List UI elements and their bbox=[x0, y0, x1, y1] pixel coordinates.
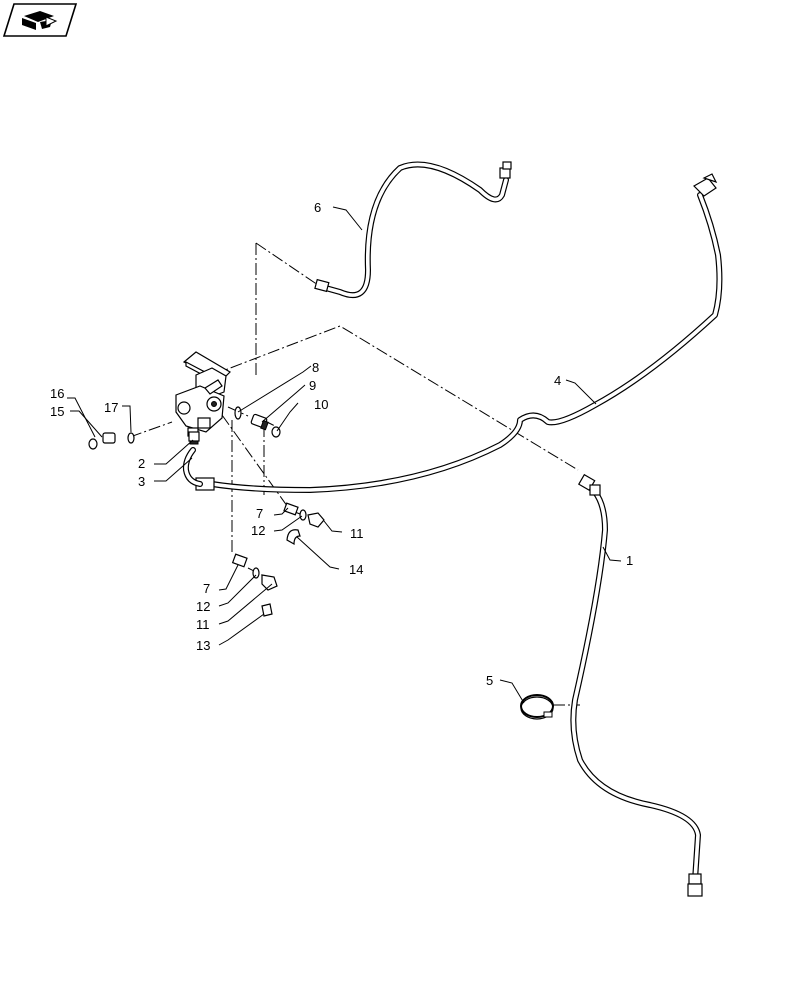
callout-3: 3 bbox=[138, 474, 145, 489]
callout-5: 5 bbox=[486, 673, 493, 688]
callout-7-upper: 7 bbox=[256, 506, 263, 521]
hose-6 bbox=[314, 161, 512, 299]
tube-3 bbox=[182, 447, 203, 487]
fitting-group-upper bbox=[283, 502, 325, 546]
hose-4 bbox=[195, 173, 723, 493]
previous-page-icon bbox=[22, 11, 58, 30]
callout-8: 8 bbox=[312, 360, 319, 375]
hose-1 bbox=[570, 473, 703, 897]
callout-2: 2 bbox=[138, 456, 145, 471]
callout-11-upper: 11 bbox=[350, 526, 364, 541]
clamp-5 bbox=[520, 694, 554, 720]
callout-9: 9 bbox=[309, 378, 316, 393]
callout-1: 1 bbox=[626, 553, 633, 568]
fitting-group-right bbox=[234, 406, 281, 438]
callout-16: 16 bbox=[50, 386, 64, 401]
callout-10: 10 bbox=[314, 397, 328, 412]
callout-12-lower: 12 bbox=[196, 599, 210, 614]
callout-4: 4 bbox=[554, 373, 561, 388]
previous-page-button[interactable] bbox=[2, 3, 78, 37]
callout-11-lower: 11 bbox=[196, 617, 210, 632]
callout-14: 14 bbox=[349, 562, 363, 577]
assembly-centerlines bbox=[129, 242, 580, 706]
callout-7-lower: 7 bbox=[203, 581, 210, 596]
callout-12-upper: 12 bbox=[251, 523, 265, 538]
leader-lines bbox=[67, 206, 622, 704]
callout-13: 13 bbox=[196, 638, 210, 653]
callout-15: 15 bbox=[50, 404, 64, 419]
fitting-group-lower bbox=[231, 553, 278, 617]
callout-labels: 6 4 8 9 10 16 15 17 2 3 7 12 11 14 1 5 7… bbox=[50, 200, 633, 688]
brake-valve-assembly bbox=[175, 351, 231, 437]
callout-6: 6 bbox=[314, 200, 321, 215]
callout-17: 17 bbox=[104, 400, 118, 415]
fitting-group-left bbox=[88, 432, 135, 450]
